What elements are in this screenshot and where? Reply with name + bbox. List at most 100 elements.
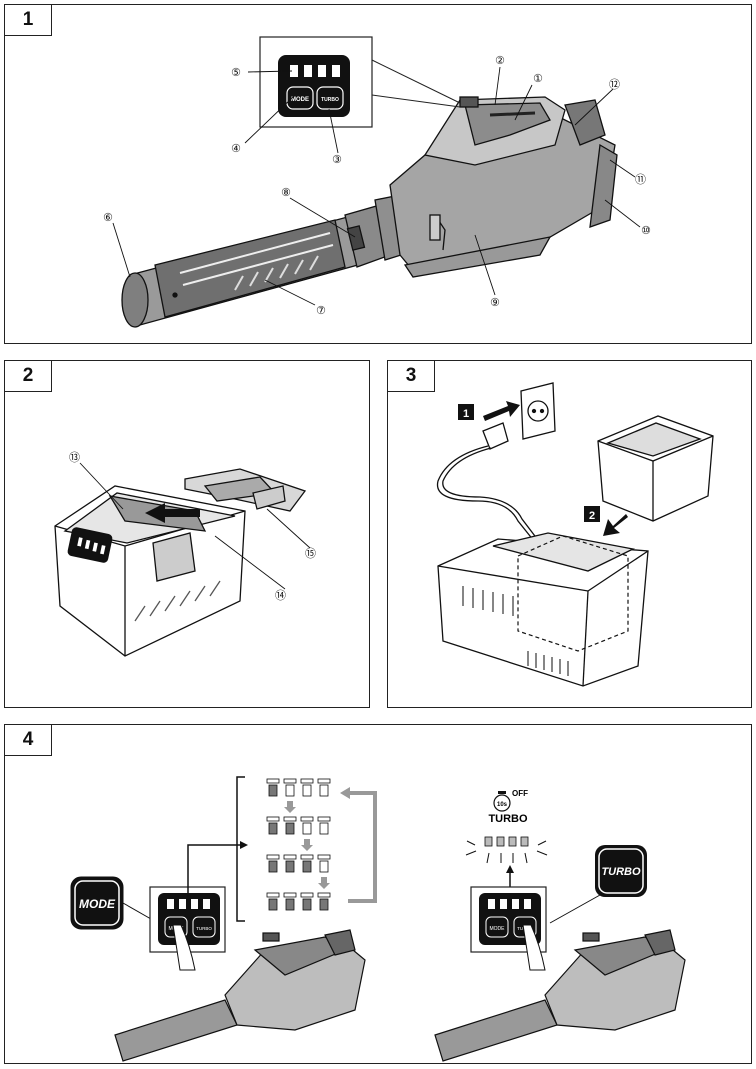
led-cap bbox=[283, 778, 297, 784]
timer-label: 10s bbox=[497, 802, 508, 808]
led-cap bbox=[266, 816, 280, 822]
figure-2-battery-illustration: ⑬ ⑭ ⑮ bbox=[54, 451, 316, 657]
callout-5: ⑤ bbox=[231, 66, 241, 79]
insert-arrow bbox=[145, 503, 200, 523]
blower-nozzle bbox=[121, 192, 418, 328]
led-indicator bbox=[302, 860, 312, 873]
led-indicator bbox=[302, 822, 312, 835]
callout-13: ⑬ bbox=[69, 451, 80, 464]
led-indicator bbox=[268, 898, 278, 911]
plug-and-cord bbox=[436, 422, 542, 547]
terminal-cover bbox=[184, 468, 307, 512]
sequence-down-arrow bbox=[318, 877, 330, 889]
cycle-return-arrow bbox=[345, 791, 377, 903]
insert-arrow-3 bbox=[603, 514, 628, 536]
mode-big-label: MODE bbox=[79, 897, 116, 911]
turbo-button-small bbox=[316, 86, 344, 110]
figure-4-number: 4 bbox=[4, 724, 61, 756]
mode-sequence-connector bbox=[187, 844, 240, 900]
sequence-bracket bbox=[236, 776, 245, 922]
led-cap bbox=[300, 816, 314, 822]
callout-6: ⑥ bbox=[103, 211, 113, 224]
led-indicator bbox=[319, 784, 329, 797]
mode-button-small bbox=[286, 86, 314, 110]
led-indicator bbox=[285, 822, 295, 835]
control-panel-right: MODE TURBO bbox=[470, 886, 547, 971]
led-cap bbox=[317, 854, 331, 860]
turbo-big-label: TURBO bbox=[601, 866, 641, 878]
step-1-box bbox=[458, 404, 474, 420]
led-indicator bbox=[302, 898, 312, 911]
callout-9: ⑨ bbox=[490, 296, 500, 309]
callout-10: ⑩ bbox=[641, 224, 651, 237]
led-indicator bbox=[268, 860, 278, 873]
charger-base bbox=[437, 532, 649, 687]
callout-1: ① bbox=[533, 72, 543, 85]
led-cap bbox=[283, 854, 297, 860]
callout-numbers: ① ② ④ ③ ⑤ ⑥ ⑦ ⑧ ⑨ ⑩ ⑪ ⑫ bbox=[103, 54, 651, 317]
callout-11: ⑪ bbox=[635, 173, 646, 186]
battery-to-insert bbox=[597, 415, 714, 522]
led-cap bbox=[283, 892, 297, 898]
off-label: OFF bbox=[512, 789, 528, 798]
led-cap bbox=[300, 892, 314, 898]
figure-4-panel: 4 MODE MODE TURBO bbox=[4, 724, 752, 1064]
callout-3: ③ bbox=[332, 153, 342, 166]
led-cap bbox=[300, 778, 314, 784]
finger-left bbox=[172, 924, 196, 971]
control-panel-left: MODE TURBO bbox=[149, 886, 226, 971]
turbo-label: TURBO bbox=[321, 97, 339, 103]
finger-right bbox=[522, 924, 546, 971]
turbo-timer: 10s OFF TURBO bbox=[488, 789, 528, 825]
callout-14: ⑭ bbox=[275, 589, 286, 602]
led-indicator bbox=[285, 860, 295, 873]
timer-icon bbox=[493, 794, 511, 812]
figure-3-number: 3 bbox=[387, 360, 444, 392]
figure-3-charger-illustration: 1 2 bbox=[436, 382, 714, 687]
led-indicator bbox=[285, 784, 295, 797]
callout-15: ⑮ bbox=[305, 547, 316, 560]
mode-label: MODE bbox=[291, 97, 309, 103]
led-cap bbox=[317, 778, 331, 784]
figure-1-blower-illustration: MODE TURBO ① ② ④ ③ ⑤ ⑥ ⑦ ⑧ ⑨ bbox=[103, 36, 651, 328]
turbo-small-label-left: TURBO bbox=[196, 926, 212, 931]
led-cap bbox=[300, 854, 314, 860]
led-indicator bbox=[319, 822, 329, 835]
callout-leaders bbox=[112, 66, 641, 306]
led-cap bbox=[266, 854, 280, 860]
mode-callout: MODE bbox=[70, 876, 166, 930]
blower-right bbox=[434, 929, 686, 1062]
turbo-caption: TURBO bbox=[488, 813, 528, 825]
led-indicator bbox=[319, 860, 329, 873]
callout-leaders-2 bbox=[79, 462, 311, 590]
led-cap bbox=[266, 892, 280, 898]
turbo-callout: TURBO bbox=[549, 845, 647, 924]
led-indicator bbox=[302, 784, 312, 797]
turbo-leds-flashing bbox=[465, 836, 548, 864]
figure-2-number: 2 bbox=[4, 360, 61, 392]
blower-left bbox=[114, 929, 366, 1062]
led-cap bbox=[317, 816, 331, 822]
battery-level-leds bbox=[290, 65, 340, 77]
figure-2-panel: 2 ⑬ ⑭ ⑮ bbox=[4, 360, 370, 708]
callout-numbers-2: ⑬ ⑭ ⑮ bbox=[69, 451, 316, 602]
callout-2: ② bbox=[495, 54, 505, 67]
figure-1-number: 1 bbox=[4, 4, 61, 36]
figure-1-panel: 1 bbox=[4, 4, 752, 344]
plug-arrow bbox=[483, 401, 520, 421]
wall-socket bbox=[520, 382, 556, 440]
battery-pack bbox=[54, 485, 246, 657]
figure-4-mode-turbo-illustration: MODE MODE TURBO bbox=[70, 776, 686, 1062]
led-sequence bbox=[266, 778, 331, 911]
callout-12: ⑫ bbox=[609, 78, 620, 91]
sequence-down-arrow bbox=[284, 801, 296, 813]
led-indicator bbox=[285, 898, 295, 911]
sequence-down-arrow bbox=[301, 839, 313, 851]
led-cap bbox=[266, 778, 280, 784]
led-indicator bbox=[319, 898, 329, 911]
callout-7: ⑦ bbox=[316, 304, 326, 317]
led-cap bbox=[317, 892, 331, 898]
led-cap bbox=[283, 816, 297, 822]
battery-slot-dashed bbox=[517, 535, 629, 652]
led-indicator bbox=[268, 784, 278, 797]
